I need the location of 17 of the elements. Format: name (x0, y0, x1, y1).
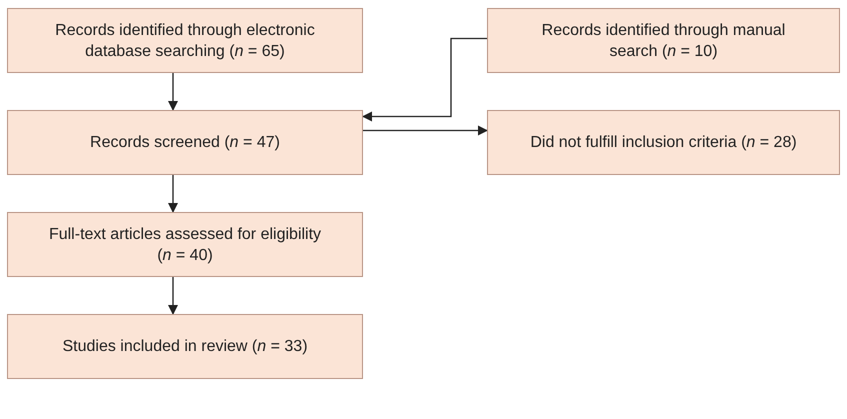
arrow (362, 38, 487, 122)
box-text: Full-text articles assessed for eligibility (n = 40) (48, 224, 322, 266)
process-box (7, 8, 363, 73)
process-box (487, 8, 840, 73)
process-box (7, 212, 363, 277)
process-box (487, 110, 840, 175)
box-text: Records screened (n = 47) (90, 133, 280, 153)
arrow (168, 175, 178, 213)
box-text: Studies included in review (n = 33) (62, 337, 308, 357)
arrow (168, 277, 178, 315)
box-text: Did not fulfill inclusion criteria (n = 28) (530, 133, 797, 153)
arrow (168, 73, 178, 111)
arrow (363, 126, 488, 136)
process-box (7, 110, 363, 175)
box-text: Records identified through electronic database searching (n = 65) (54, 20, 316, 62)
process-box (7, 314, 363, 379)
box-text: Records identified through manual search (n = 10) (540, 20, 786, 62)
